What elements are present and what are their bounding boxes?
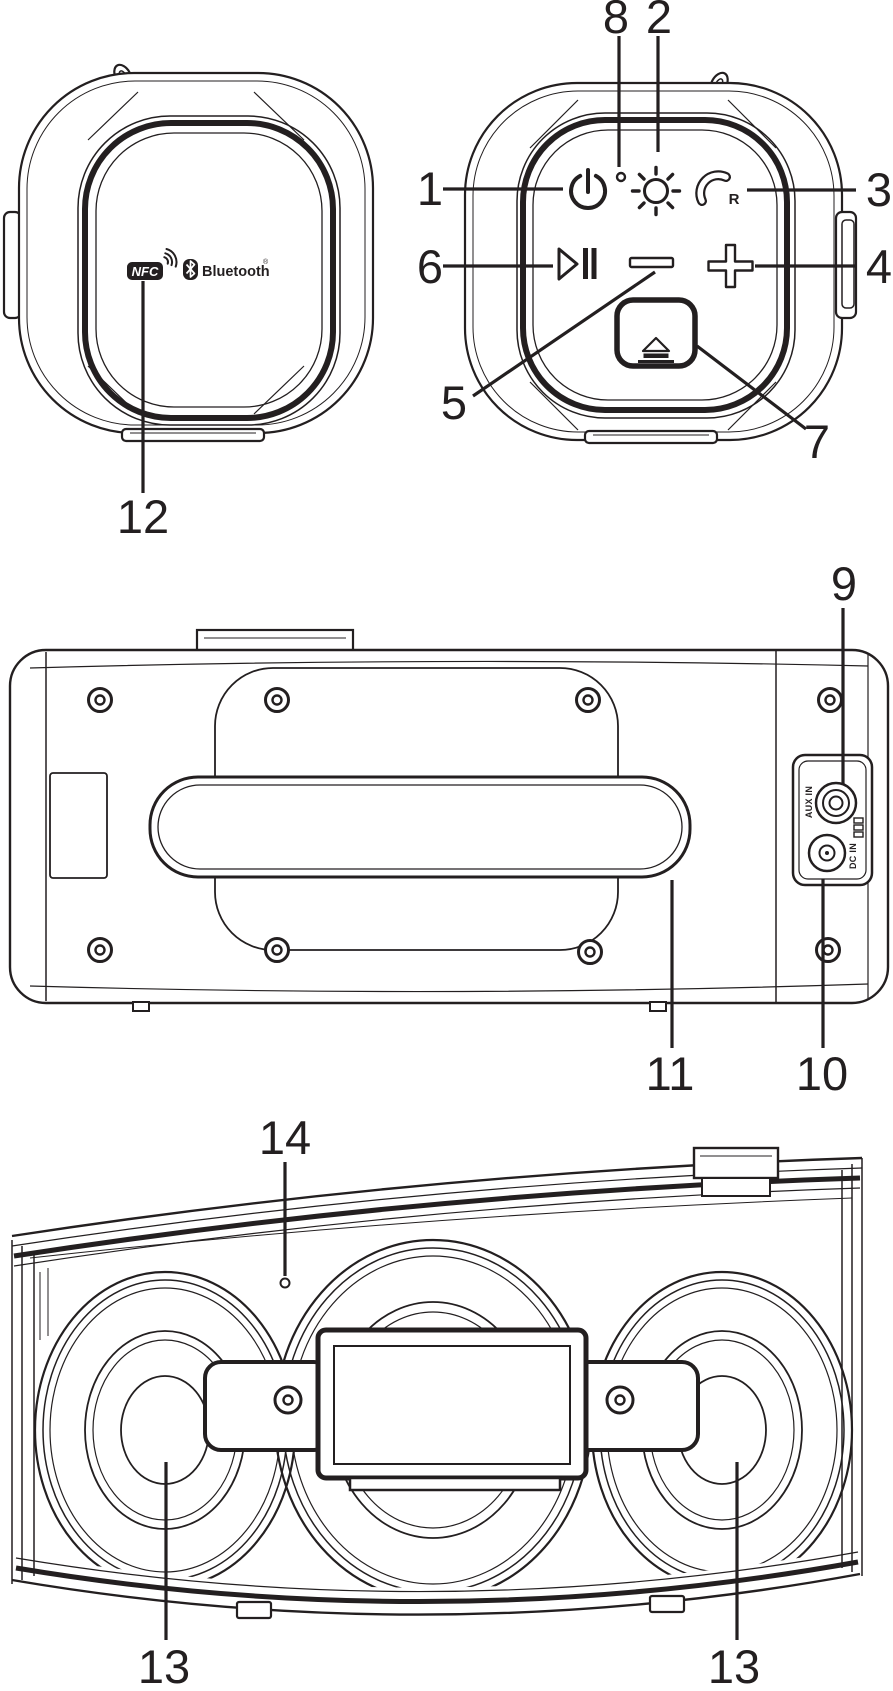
minus-icon[interactable] — [628, 256, 675, 269]
screw-icon — [605, 1385, 635, 1415]
dc-in-jack[interactable] — [807, 833, 847, 873]
phone-redial-button[interactable]: R — [695, 170, 740, 208]
aux-in-label: AUX IN — [804, 786, 814, 818]
play-pause-button[interactable] — [557, 247, 597, 281]
callout-4-number: 4 — [866, 240, 892, 293]
bracket-wing-right — [571, 1360, 700, 1452]
side-tab-inner — [841, 219, 855, 309]
plus-icon[interactable] — [707, 243, 754, 289]
callout-5-line — [472, 270, 656, 398]
callout-8-number: 8 — [603, 0, 629, 43]
callout-10-number: 10 — [796, 1047, 848, 1100]
callout-11-number: 11 — [646, 1047, 695, 1100]
bluetooth-registered-mark: ® — [263, 258, 269, 266]
bottom-foot — [132, 1001, 150, 1012]
light-button[interactable] — [630, 165, 682, 217]
view-front-speakers: 14 13 13 — [0, 1098, 893, 1691]
redial-letter: R — [729, 191, 740, 208]
corner-seam-lines — [529, 99, 777, 431]
callout-lines — [443, 36, 856, 431]
bottom-foot — [120, 427, 266, 443]
screw-icon — [264, 937, 290, 963]
callout-6-number: 6 — [417, 240, 443, 293]
screw-icon — [87, 937, 113, 963]
callout-7-line — [696, 344, 807, 431]
callout-7-number: 7 — [804, 415, 830, 468]
dc-in-label: DC IN — [848, 843, 858, 869]
play-pause-icon — [557, 247, 579, 281]
power-button[interactable] — [569, 168, 607, 210]
speaker-surround-ring — [82, 120, 336, 421]
callout-13-right-number: 13 — [708, 1640, 760, 1691]
bluetooth-logo-text: Bluetooth — [202, 264, 270, 280]
screw-icon — [264, 687, 290, 713]
microphone-hole — [279, 1277, 291, 1289]
label-area — [49, 772, 108, 879]
callout-12: 12 — [117, 281, 169, 543]
bottom-foot — [649, 1001, 667, 1012]
callout-13-left: 13 — [138, 1462, 190, 1691]
corner-seam-lines — [87, 91, 305, 415]
callout-9-number: 9 — [831, 557, 857, 610]
bracket-box — [315, 1327, 589, 1481]
screw-icon — [817, 687, 843, 713]
led-dot-icon — [615, 171, 627, 183]
latch-release-button[interactable] — [614, 297, 698, 369]
callout-14-number: 14 — [259, 1111, 311, 1164]
callout-13-right: 13 — [708, 1462, 760, 1691]
callout-5-number: 5 — [441, 376, 467, 429]
nfc-logo-text: NFC — [132, 264, 159, 279]
bluetooth-logo: Bluetooth ® — [183, 258, 270, 280]
sun-brightness-icon — [643, 178, 669, 204]
bottom-foot — [235, 1600, 273, 1620]
callout-13-left-number: 13 — [138, 1640, 190, 1691]
bracket-wing-left — [203, 1360, 332, 1452]
view-rear-handle: AUX IN DC IN 9 11 10 — [8, 557, 890, 1100]
side-edges — [11, 1158, 863, 1584]
callout-10: 10 — [796, 879, 848, 1100]
bracket-foot-bar — [348, 1476, 562, 1492]
screw-icon — [273, 1385, 303, 1415]
nfc-wave-arcs-icon — [163, 248, 178, 268]
callout-14: 14 — [259, 1111, 311, 1276]
bluetooth-rune-icon — [185, 260, 196, 278]
bottom-foot — [648, 1594, 686, 1614]
view-side-nfc: NFC Bluetooth ® 12 — [2, 63, 375, 543]
screw-icon — [87, 687, 113, 713]
callout-12-number: 12 — [117, 490, 169, 543]
eject-latch-icon — [614, 297, 698, 369]
screw-icon — [815, 937, 841, 963]
nfc-logo: NFC — [127, 248, 178, 280]
power-icon — [569, 173, 607, 210]
carry-handle[interactable] — [148, 775, 692, 879]
screw-icon — [575, 687, 601, 713]
bottom-foot — [583, 429, 719, 445]
top-tab — [195, 628, 355, 654]
top-latch — [692, 1146, 780, 1197]
callout-9: 9 — [831, 557, 857, 785]
port-panel: AUX IN DC IN — [791, 753, 874, 887]
callout-2-number: 2 — [646, 0, 672, 43]
callout-1-number: 1 — [417, 162, 443, 215]
callout-11: 11 — [646, 880, 695, 1100]
connector-pins-icon — [853, 817, 864, 838]
mounting-bracket — [203, 1327, 700, 1492]
screw-icon — [577, 939, 603, 965]
callout-3-number: 3 — [866, 163, 892, 216]
view-control-panel: R 1 8 2 3 4 6 5 — [417, 0, 892, 468]
aux-in-jack[interactable] — [814, 781, 858, 825]
